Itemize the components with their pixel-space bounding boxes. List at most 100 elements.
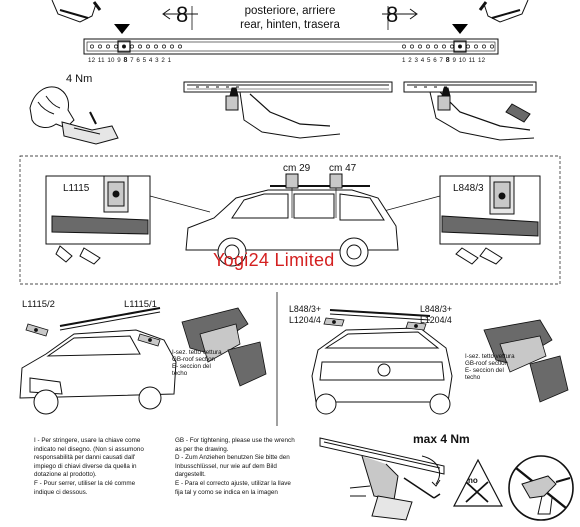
instruction-line: fija tal y como se indica en la imagen [175, 488, 278, 496]
roof-section-caption-right: I-sez. tetto vettura GB-roof section E- … [465, 353, 515, 381]
instruction-line: impiego di chiavi diverse da quella in [34, 462, 137, 470]
hole-number: 10 [458, 57, 466, 64]
part-label-right-panel-left: L848/3+ L1204/4 [289, 304, 321, 326]
instruction-line: Inbusschlüssel, nur wie auf dem Bild [175, 462, 277, 470]
warning-triangle-icon [453, 458, 503, 507]
part-label-line: L1204/4 [289, 315, 321, 325]
measure-rear: cm 47 [329, 163, 357, 174]
suv-car-icon [185, 182, 399, 267]
roof-rail-icon [83, 38, 499, 55]
clamp-icon [439, 175, 541, 265]
position-eight-left: 8 [176, 2, 189, 27]
triangle-down-icon [114, 24, 130, 34]
car-section-drawing [19, 155, 561, 285]
torque-arrow-icon [421, 455, 441, 487]
hole-number: 8 [445, 57, 450, 64]
arrow-right-icon [382, 6, 418, 30]
top-band-drawing [51, 0, 529, 55]
instruction-line: F - Pour serrer, utiliser la clé comme [34, 479, 136, 487]
roof-caption-line: I-sez. tetto vettura [465, 353, 515, 360]
part-label-l1115-2: L1115/2 [22, 299, 55, 310]
roof-section-caption-left: I-sez. tetto vettura GB-roof section E- … [172, 349, 222, 377]
rear-caption: posteriore, arriere rear, hinten, traser… [222, 4, 358, 32]
torque-label: 4 Nm [66, 73, 93, 85]
clamp-icon [51, 0, 102, 23]
roof-rail-icon [183, 81, 393, 139]
hole-number: 10 [107, 57, 115, 64]
roof-rail-icon [403, 81, 537, 141]
watermark-text: Yogi24 Limited [213, 250, 335, 270]
lower-panels-drawing [19, 292, 569, 426]
instruction-column-2: GB - For tightening, please use the wren… [175, 437, 295, 497]
suv-car-icon [19, 307, 177, 415]
hole-number: 11 [468, 57, 476, 64]
hole-number: 6 [136, 57, 141, 64]
hatchback-car-icon [311, 309, 453, 415]
hole-number: 7 [439, 57, 444, 64]
part-label-l1115-1: L1115/1 [124, 299, 157, 310]
instruction-line: D - Zum Anziehen benutzen Sie bitte den [175, 454, 290, 462]
max-torque-label: max 4 Nm [413, 432, 470, 446]
roof-caption-line: GB-roof section [465, 360, 508, 367]
hole-number: 12 [478, 57, 486, 64]
part-label-right: L848/3 [453, 183, 484, 194]
instruction-line: responsabilità per danni causati dall' [34, 454, 136, 462]
hole-number: 6 [433, 57, 437, 64]
part-label-right-panel-right: L848/3+ L1204/4 [420, 304, 452, 326]
roof-section-icon [483, 319, 569, 403]
hole-number: 1 [167, 57, 172, 64]
clamp-icon [45, 175, 151, 265]
rear-caption-line: posteriore, arriere [244, 5, 336, 17]
position-eight-right: 8 [386, 2, 399, 27]
hole-number: 2 [161, 57, 166, 64]
instruction-line: indicato nel disegno. (Non si assumono [34, 445, 144, 453]
instruction-line: as per the drawing. [175, 445, 229, 453]
bracket-icon [323, 317, 427, 331]
crossbar-icon [319, 437, 445, 521]
roof-caption-line: E- seccion del [172, 363, 211, 370]
hole-number: 2 [408, 57, 412, 64]
hole-number: 3 [155, 57, 159, 64]
roof-caption-line: techo [172, 370, 188, 377]
hole-number: 5 [427, 57, 431, 64]
hole-number: 9 [117, 57, 121, 64]
rear-caption-line: rear, hinten, trasera [240, 19, 340, 31]
measure-front: cm 29 [283, 163, 311, 174]
hole-number: 8 [123, 57, 128, 64]
instruction-line: indique ci dessous. [34, 488, 88, 496]
step2-drawing [29, 81, 537, 145]
hole-number: 5 [142, 57, 147, 64]
instruction-line: I - Per stringere, usare la chiave come [34, 437, 141, 444]
part-label-line: L848/3+ [289, 304, 322, 314]
triangle-down-icon [452, 24, 468, 34]
hole-number: 12 [88, 57, 96, 64]
hole-number: 1 [402, 57, 406, 64]
hole-number: 11 [97, 57, 105, 64]
part-label-left: L1115 [63, 183, 90, 194]
instruction-line: GB - For tightening, please use the wren… [175, 437, 295, 444]
warning-no-label: no [468, 476, 478, 485]
wrench-icon [403, 477, 441, 499]
instruction-column-1: I - Per stringere, usare la chiave come … [34, 437, 144, 497]
hole-number: 7 [130, 57, 134, 64]
hole-number: 4 [420, 57, 425, 64]
clamp-icon [478, 0, 529, 23]
instruction-line: dargestellt. [175, 471, 206, 479]
hole-number: 9 [452, 57, 457, 64]
roof-caption-line: GB-roof section [172, 356, 215, 363]
arrow-left-icon [162, 6, 198, 30]
roof-caption-line: I-sez. tetto vettura [172, 349, 222, 356]
instruction-line: dotazione al prodotto). [34, 471, 97, 479]
instruction-line: E - Para el correcto ajuste, utilizar la… [175, 479, 291, 487]
roof-caption-line: techo [465, 374, 481, 381]
bracket-icon [25, 323, 161, 347]
part-label-line: L1204/4 [420, 315, 452, 325]
hand-icon [29, 86, 75, 129]
hole-number: 4 [148, 57, 153, 64]
roof-caption-line: E- seccion del [465, 367, 504, 374]
power-drill-icon [508, 455, 574, 521]
clamp-icon [61, 111, 119, 145]
